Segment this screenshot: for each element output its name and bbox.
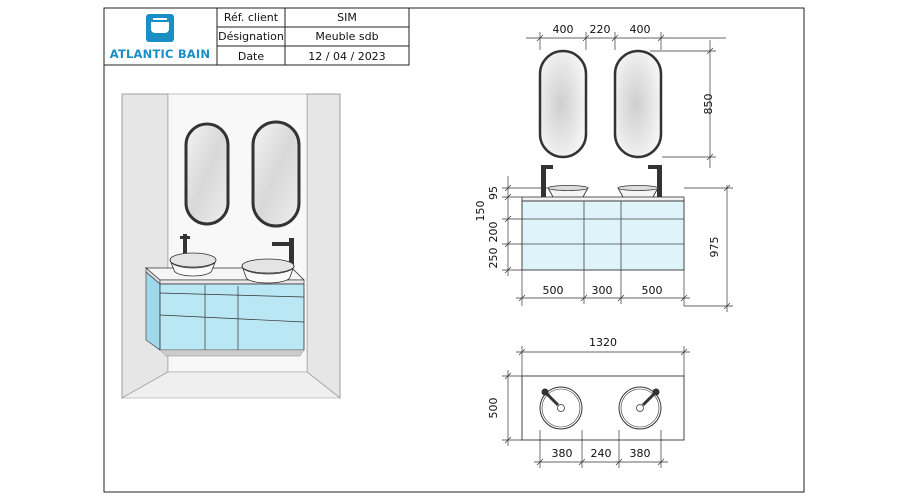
faucet-right-3d	[272, 238, 294, 264]
dim-left-column-width: 500	[543, 284, 564, 297]
date-label: Date	[238, 50, 265, 63]
dim-top-drawer-height: 150	[474, 201, 487, 222]
top-view	[521, 375, 685, 441]
title-block: ATLANTIC BAIN Réf. client SIM Désignatio…	[103, 7, 410, 66]
right-wall	[306, 93, 341, 399]
top-view-dimension-lines	[502, 346, 690, 468]
basin-right-3d	[241, 258, 295, 284]
faucet-right	[648, 165, 662, 197]
floor	[120, 371, 341, 399]
dim-basin-left-diameter: 380	[552, 447, 573, 460]
designation-label: Désignation	[218, 30, 284, 43]
cabinet-front	[521, 200, 685, 271]
dim-bottom-drawer-height: 250	[487, 248, 500, 269]
cabinet-drawers-3d	[159, 285, 305, 352]
cabinet-side-3d	[145, 271, 161, 351]
faucet-left-3d	[180, 234, 190, 258]
brand-logo: ATLANTIC BAIN	[110, 14, 210, 61]
dim-total-height: 975	[708, 237, 721, 258]
left-wall	[121, 93, 169, 399]
brand-name: ATLANTIC BAIN	[110, 47, 210, 61]
basin-right-top	[618, 386, 662, 430]
dim-mirror-right-width: 400	[630, 23, 651, 36]
designation-value: Meuble sdb	[315, 30, 378, 43]
dim-mirror-height: 850	[702, 94, 715, 115]
dim-mirror-gap: 220	[590, 23, 611, 36]
dim-depth: 500	[487, 398, 500, 419]
dim-mirror-left-width: 400	[553, 23, 574, 36]
mirror-right	[613, 49, 663, 159]
basin-left-top	[539, 386, 583, 430]
mirror-left-3d	[184, 122, 230, 226]
perspective-view	[120, 93, 341, 399]
faucet-left	[541, 165, 553, 197]
client-ref-label: Réf. client	[224, 11, 279, 24]
dim-basin-right-diameter: 380	[630, 447, 651, 460]
mirror-left	[538, 49, 588, 159]
dim-basin-height: 95	[487, 186, 500, 200]
front-elevation	[521, 49, 685, 271]
mirror-right-3d	[251, 120, 301, 228]
date-value: 12 / 04 / 2023	[308, 50, 385, 63]
dim-total-width: 1320	[589, 336, 617, 349]
dim-center-column-width: 300	[592, 284, 613, 297]
dim-middle-drawer-height: 200	[487, 222, 500, 243]
dim-basin-gap: 240	[591, 447, 612, 460]
front-dimension-lines	[502, 32, 733, 312]
client-ref-value: SIM	[337, 11, 357, 24]
cabinet-drawer-lines	[522, 201, 684, 270]
countertop	[521, 196, 685, 202]
basin-left-3d	[169, 252, 217, 277]
dim-right-column-width: 500	[642, 284, 663, 297]
